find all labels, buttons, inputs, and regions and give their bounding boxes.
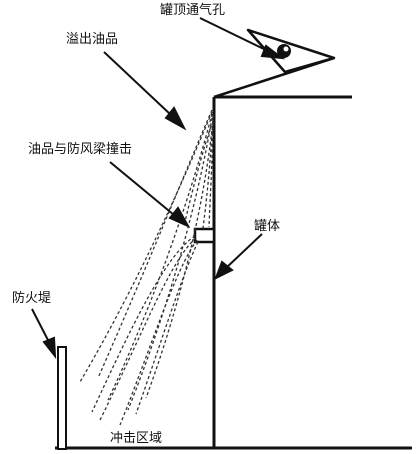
label-vent: 罐顶通气孔 — [160, 3, 226, 18]
dike-arrow-head — [42, 336, 57, 360]
spray-stream — [145, 119, 214, 399]
impact-arrow-head — [168, 206, 191, 229]
label-tank: 罐体 — [254, 219, 281, 234]
spray-stream — [97, 109, 213, 379]
tank-arrow-head — [214, 260, 234, 281]
overflow-arrow-head — [164, 106, 187, 131]
label-impact: 油品与防风梁撞击 — [28, 142, 133, 157]
spray-stream — [91, 235, 196, 413]
oil-spray — [79, 109, 214, 426]
spray-stream — [79, 111, 213, 383]
spray-stream — [127, 117, 213, 411]
wind-girder — [193, 227, 216, 244]
spray-stream — [107, 113, 213, 401]
vent-arrow-head — [260, 44, 286, 60]
vent-icon — [246, 28, 336, 74]
spray-stream — [135, 241, 199, 415]
spray-stream — [119, 239, 198, 426]
pointer-arrows — [31, 17, 286, 360]
overflow-arrow — [103, 51, 171, 115]
fire-dike — [57, 346, 67, 450]
label-overflow: 溢出油品 — [66, 32, 119, 47]
spray-stream — [208, 121, 214, 228]
impact-arrow — [109, 161, 175, 216]
dike-arrow — [31, 308, 51, 345]
tank-arrow — [225, 233, 263, 269]
spray-stream — [202, 115, 214, 229]
spray-stream — [184, 125, 212, 223]
label-dike: 防火堤 — [12, 291, 52, 306]
vent-arrow — [199, 17, 271, 53]
label-zone: 冲击区域 — [110, 431, 163, 446]
